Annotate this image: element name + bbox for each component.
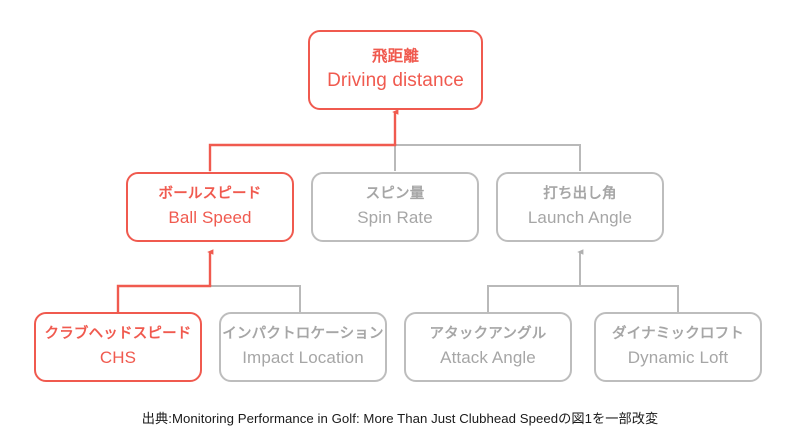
node-driving-distance-en: Driving distance <box>327 69 464 91</box>
node-launch-angle[interactable]: 打ち出し角 Launch Angle <box>496 172 664 242</box>
node-dynamic-loft[interactable]: ダイナミックロフト Dynamic Loft <box>594 312 762 382</box>
node-impact-location-jp: インパクトロケーション <box>222 326 384 343</box>
edge-ball-speed-to-driving-distance <box>208 143 397 172</box>
node-attack-angle-en: Attack Angle <box>440 347 536 367</box>
node-ball-speed-en: Ball Speed <box>168 207 252 227</box>
node-spin-rate-en: Spin Rate <box>357 207 433 227</box>
node-chs-jp: クラブヘッドスピード <box>44 326 192 343</box>
source-caption: 出典:Monitoring Performance in Golf: More … <box>141 411 659 426</box>
node-ball-speed-jp: ボールスピード <box>158 186 262 203</box>
node-attack-angle[interactable]: アタックアングル Attack Angle <box>404 312 572 382</box>
node-impact-location-en: Impact Location <box>242 347 364 367</box>
node-spin-rate-jp: スピン量 <box>365 186 425 203</box>
edge-chs-to-ball-speed <box>116 284 212 314</box>
node-dynamic-loft-jp: ダイナミックロフト <box>611 326 744 343</box>
edge-impact-location-to-ball-speed <box>209 285 301 313</box>
node-dynamic-loft-en: Dynamic Loft <box>627 347 729 367</box>
node-impact-location[interactable]: インパクトロケーション Impact Location <box>219 312 387 382</box>
edge-dynamic-loft-to-launch-angle <box>579 285 679 313</box>
node-spin-rate[interactable]: スピン量 Spin Rate <box>311 172 479 242</box>
edge-attack-angle-to-launch-angle <box>487 285 581 313</box>
edge-spin-rate-to-driving-distance <box>394 144 581 171</box>
node-ball-speed[interactable]: ボールスピード Ball Speed <box>126 172 294 242</box>
node-chs-en: CHS <box>99 347 137 367</box>
node-driving-distance-jp: 飛距離 <box>371 47 420 65</box>
node-attack-angle-jp: アタックアングル <box>429 326 547 343</box>
node-driving-distance[interactable]: 飛距離 Driving distance <box>308 30 483 110</box>
node-launch-angle-jp: 打ち出し角 <box>543 186 617 203</box>
node-chs[interactable]: クラブヘッドスピード CHS <box>34 312 202 382</box>
node-launch-angle-en: Launch Angle <box>527 207 633 227</box>
